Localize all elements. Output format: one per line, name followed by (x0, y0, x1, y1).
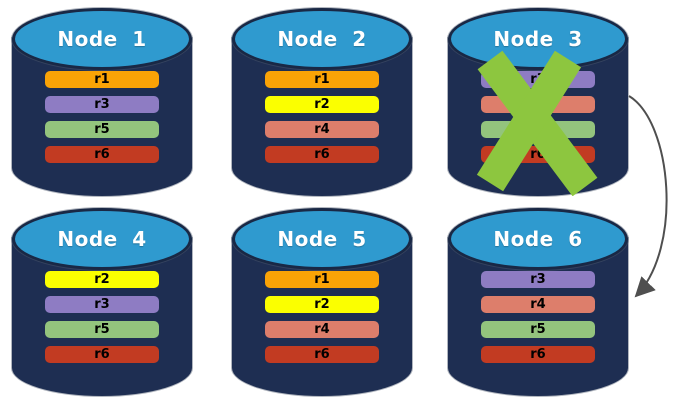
replica-bar: r1 (265, 271, 379, 288)
replica-bar: r5 (481, 321, 595, 338)
replica-list: r3 r4 r5 r6 (481, 271, 595, 363)
replica-list: r3 r4 r5 r6 (481, 71, 595, 163)
node-title: Node 3 (493, 27, 583, 51)
cylinder-top: Node 4 (12, 208, 192, 270)
replica-bar: r3 (481, 271, 595, 288)
replica-bar: r1 (265, 71, 379, 88)
replica-bar: r3 (481, 71, 595, 88)
replica-bar: r2 (265, 96, 379, 113)
node-1: Node 1 r1 r3 r5 r6 (12, 8, 192, 196)
replica-list: r2 r3 r5 r6 (45, 271, 159, 363)
replica-bar: r6 (481, 346, 595, 363)
replica-bar: r6 (265, 146, 379, 163)
replica-list: r1 r2 r4 r6 (265, 71, 379, 163)
cylinder-top: Node 3 (448, 8, 628, 70)
replica-bar: r3 (45, 296, 159, 313)
node-title: Node 2 (277, 27, 367, 51)
replica-bar: r2 (265, 296, 379, 313)
replica-bar: r3 (45, 96, 159, 113)
replica-bar: r5 (45, 121, 159, 138)
node-title: Node 1 (57, 27, 147, 51)
cylinder-top: Node 5 (232, 208, 412, 270)
replica-list: r1 r3 r5 r6 (45, 71, 159, 163)
replica-bar: r2 (45, 271, 159, 288)
replica-bar: r6 (45, 146, 159, 163)
node-4: Node 4 r2 r3 r5 r6 (12, 208, 192, 396)
cylinder-top: Node 6 (448, 208, 628, 270)
replica-bar: r4 (265, 121, 379, 138)
replica-bar: r6 (265, 346, 379, 363)
node-title: Node 4 (57, 227, 147, 251)
node-5: Node 5 r1 r2 r4 r6 (232, 208, 412, 396)
node-title: Node 5 (277, 227, 367, 251)
replica-bar: r1 (45, 71, 159, 88)
replica-list: r1 r2 r4 r6 (265, 271, 379, 363)
replica-bar: r4 (265, 321, 379, 338)
replica-bar: r5 (45, 321, 159, 338)
replica-bar: r4 (481, 296, 595, 313)
node-3: Node 3 r3 r4 r5 r6 (448, 8, 628, 196)
replica-bar: r6 (481, 146, 595, 163)
replica-bar: r6 (45, 346, 159, 363)
replica-bar: r5 (481, 121, 595, 138)
replica-bar: r4 (481, 96, 595, 113)
node-title: Node 6 (493, 227, 583, 251)
cylinder-top: Node 2 (232, 8, 412, 70)
cylinder-top: Node 1 (12, 8, 192, 70)
node-6: Node 6 r3 r4 r5 r6 (448, 208, 628, 396)
node-2: Node 2 r1 r2 r4 r6 (232, 8, 412, 196)
